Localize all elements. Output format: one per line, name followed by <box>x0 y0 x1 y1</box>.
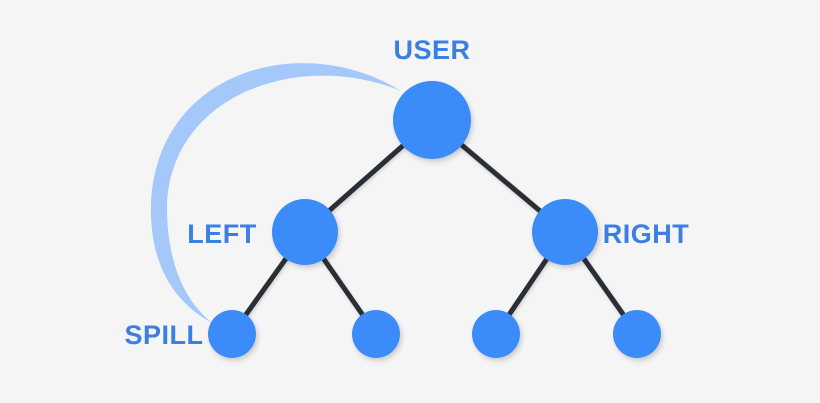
left-node-label: LEFT <box>187 219 257 249</box>
spill-arc <box>150 63 401 323</box>
root-node <box>393 81 471 159</box>
spill-node-label: SPILL <box>124 320 203 350</box>
spill-leaf-node <box>208 310 256 358</box>
tree-nodes <box>208 81 661 358</box>
right-node <box>532 199 598 265</box>
left-node <box>272 199 338 265</box>
root-node-label: USER <box>393 35 470 65</box>
right-leaf-node-2 <box>613 310 661 358</box>
right-node-label: RIGHT <box>603 219 690 249</box>
right-leaf-node-1 <box>472 310 520 358</box>
left-leaf-node <box>352 310 400 358</box>
